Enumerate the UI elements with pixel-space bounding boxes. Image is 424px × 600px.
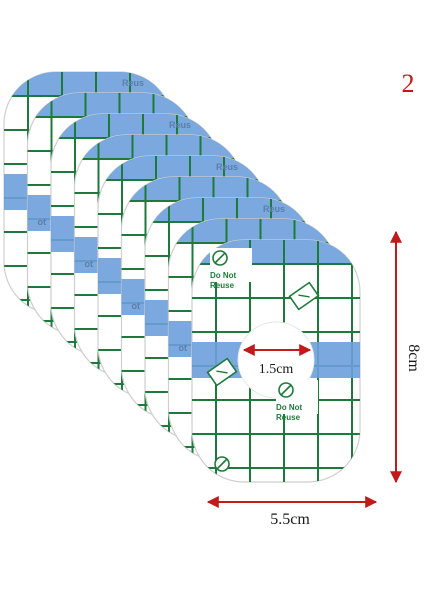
width-label: 5.5cm [270,511,310,528]
peel-tab-icon [206,357,238,387]
hole-dimension-label: 1.5cm [259,362,294,377]
warning-text-line1: Do Not [210,271,237,280]
no-reuse-icon [214,456,230,472]
patch-edge-text: Reus [122,78,144,88]
patch-edge-text: Reus [263,204,285,214]
height-label: 8cm [405,344,422,372]
patch-edge-text: ot [132,301,141,311]
warning-text-line2: Reuse [210,281,235,290]
warning-text-line2: Reuse [276,413,301,422]
patch-edge-text: ot [38,217,47,227]
height-dimension: 8cm [390,230,422,484]
patch-edge-text: ot [179,343,188,353]
patch-edge-text: ot [85,259,94,269]
warning-text-line1: Do Not [276,403,303,412]
width-dimension: 5.5cm [206,496,378,528]
patch-edge-text: Reus [216,162,238,172]
patch-edge-text: Reus [169,120,191,130]
peel-tab-icon [288,281,320,311]
figure-number: 2 [402,69,415,98]
